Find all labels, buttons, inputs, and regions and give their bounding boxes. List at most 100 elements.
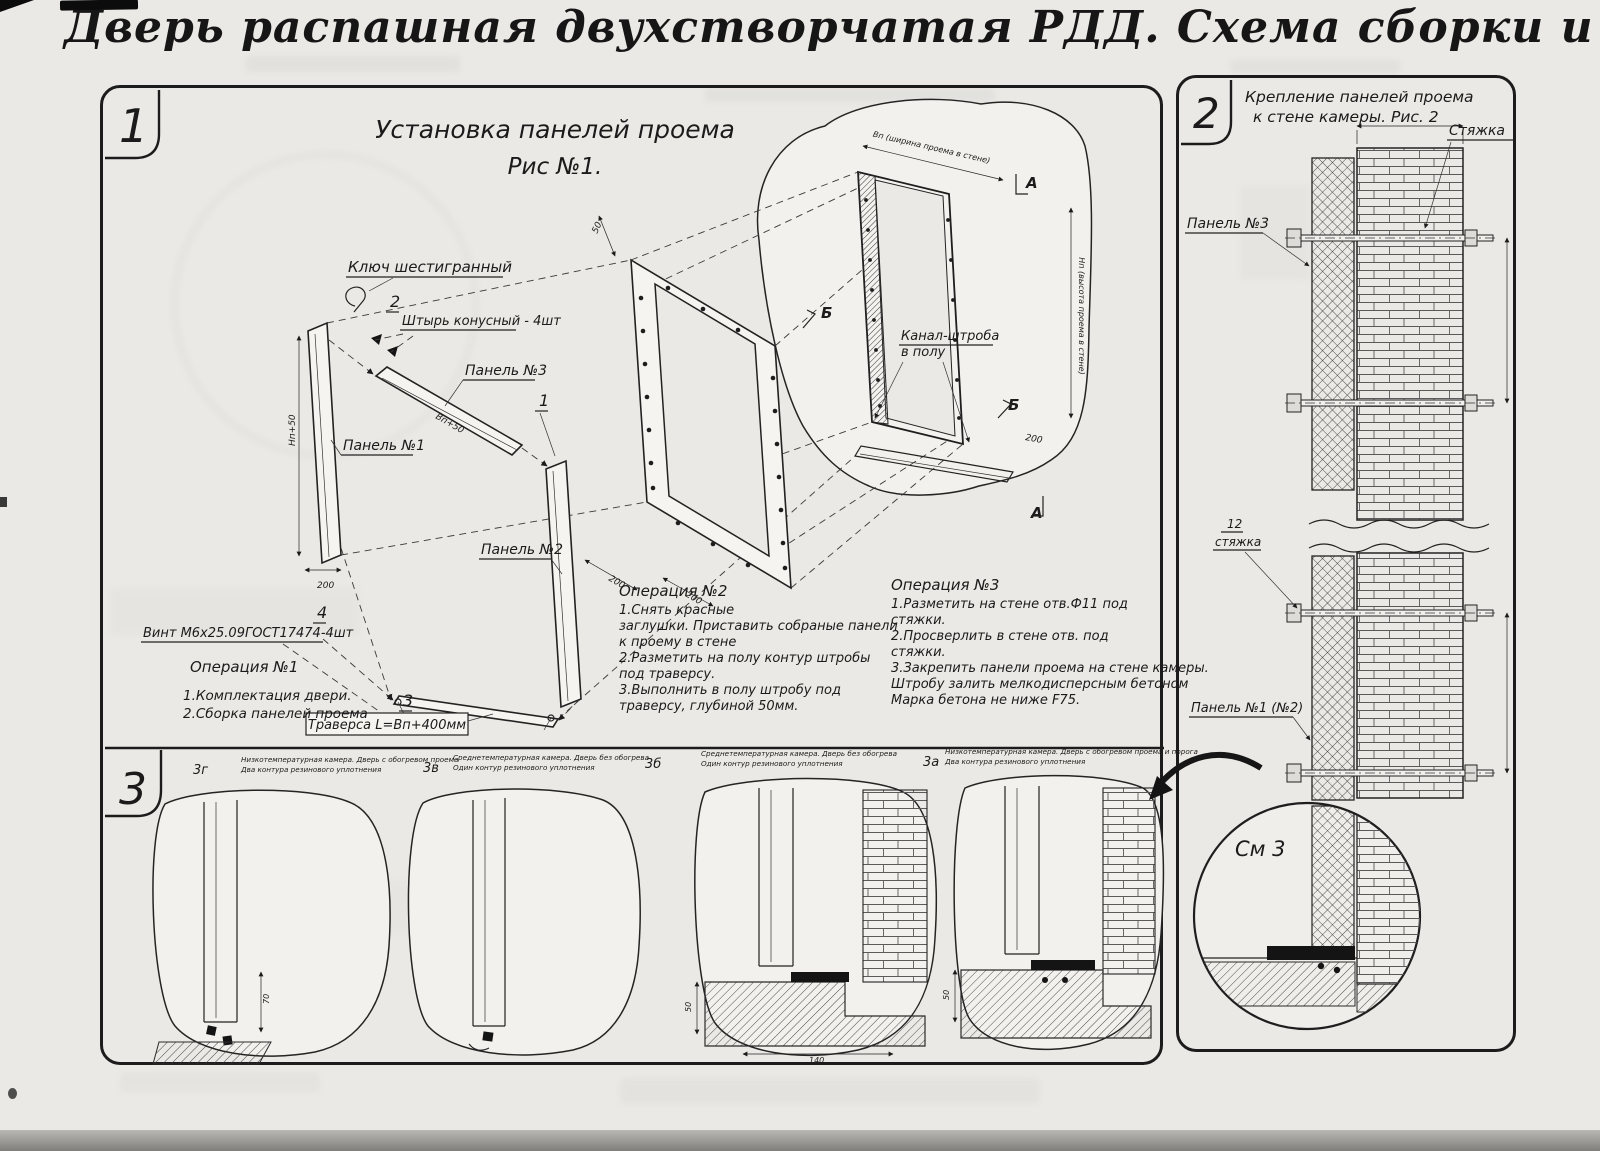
marker-B: Б: [1008, 396, 1019, 414]
ties: [1285, 228, 1499, 783]
conical-pins: [371, 333, 414, 357]
scan-speck: [0, 497, 7, 507]
op2-line: 1.Снять красные: [619, 603, 734, 618]
section-3: 3г Низкотемпературная камера. Дверь с об…: [152, 747, 1198, 1065]
exploded-view: [282, 277, 582, 731]
detail-caption: Среднетемпературная камера. Дверь без об…: [701, 749, 897, 758]
traverse-shape: [392, 695, 560, 731]
operation-2-text: Операция №2 1.Снять красные заглушки. Пр…: [619, 582, 898, 714]
dim-np50: Нп+50: [288, 414, 298, 446]
wall-opening: [854, 144, 1074, 483]
op3-line: 3.Закрепить панели проема на стене камер…: [891, 661, 1209, 676]
dim-200: 200: [317, 581, 334, 591]
detail-id: 3г: [193, 763, 208, 778]
brick-wall: [1356, 147, 1464, 799]
dimensions: [1356, 123, 1510, 774]
panel-1-label: Панель №1: [343, 438, 425, 454]
section-3-number: 3: [119, 764, 147, 815]
section-1-and-3-panel: Установка панелей проема Рис №1. Ключ ше…: [100, 85, 1209, 1065]
dim-50: 50: [591, 220, 605, 235]
section-2-panel: Стяжка Панель №3 12 стяжка Панель №1 (№2…: [1149, 75, 1516, 1052]
op2-title: Операция №2: [619, 582, 727, 600]
dim-opening-height: Нп (высота проема в стене): [1077, 257, 1086, 374]
see-detail-3: См 3: [1235, 837, 1286, 861]
dim-50: 50: [942, 990, 951, 1000]
panel-2-shape: [545, 459, 582, 709]
tie: [1285, 228, 1499, 248]
detail-id: 3а: [923, 755, 939, 770]
operation-3-text: Операция №3 1.Разметить на стене отв.Ф11…: [891, 576, 1209, 708]
scan-artifact: [1230, 60, 1400, 73]
tie: [1285, 603, 1499, 623]
op2-line: 3.Выполнить в полу штробу под: [619, 683, 841, 698]
op2-line: траверсу, глубиной 50мм.: [619, 699, 798, 714]
tie: [1285, 763, 1499, 783]
section-2-header: 2 Крепление панелей проема к стене камер…: [1181, 80, 1474, 146]
callout-2: 2: [390, 292, 400, 311]
detail-3b: 3б Среднетемпературная камера. Дверь без…: [645, 749, 937, 1065]
marker-A: А: [1025, 174, 1038, 192]
section-2-title: к стене камеры. Рис. 2: [1253, 108, 1439, 126]
panel-cross-section: [1311, 157, 1355, 801]
scan-artifact: [245, 56, 460, 72]
section-2-drawing: Стяжка Панель №3 12 стяжка Панель №1 (№2…: [1149, 80, 1513, 1031]
scan-artifact: [705, 88, 995, 102]
section-number-boxes: 1 3: [105, 90, 163, 818]
section-1-number: 1: [119, 99, 148, 153]
detail-circle: См 3: [1192, 801, 1422, 1031]
section-2-number: 2: [1193, 89, 1220, 138]
section-1-title: Установка панелей проема: [375, 115, 735, 144]
op3-line: стяжки.: [891, 645, 946, 660]
detail-caption: Один контур резинового уплотнения: [453, 763, 595, 772]
scanner-edge: [0, 1130, 1600, 1151]
op1-title: Операция №1: [190, 658, 298, 676]
break-lines: [1307, 519, 1507, 553]
tie-small-label: стяжка: [1215, 535, 1261, 549]
detail-caption: Низкотемпературная камера. Дверь с обогр…: [241, 755, 458, 764]
assembled-frame: [584, 215, 792, 607]
section-1-drawing: Установка панелей проема Рис №1. Ключ ше…: [105, 90, 1209, 1065]
section-2-labels: Стяжка Панель №3 12 стяжка Панель №1 (№2…: [1185, 123, 1513, 741]
op3-line: 1.Разметить на стене отв.Ф11 под: [891, 597, 1128, 612]
section-1-subtitle: Рис №1.: [508, 154, 603, 180]
hex-key-label: Ключ шестигранный: [348, 258, 512, 276]
op2-line: под траверсу.: [619, 667, 715, 682]
detail-caption: Среднетемпературная камера. Дверь без об…: [453, 753, 649, 762]
dim-140: 140: [809, 1056, 824, 1065]
page-title: Дверь распашная двухстворчатая РДД. Схем…: [64, 2, 1600, 53]
panel-2-label: Панель №2: [481, 542, 563, 558]
op3-line: Штробу залить мелкодисперсным бетоном: [891, 677, 1189, 692]
floor-channel: [854, 445, 1014, 483]
traverse-label: Траверса L=Bп+400мм: [308, 718, 466, 733]
detail-3a: 3а Низкотемпературная камера. Дверь с об…: [923, 747, 1198, 1051]
marker-B: Б: [821, 304, 832, 322]
op3-line: Марка бетона не ниже F75.: [891, 693, 1080, 708]
detail-arrow: [1149, 752, 1263, 800]
detail-3g: 3г Низкотемпературная камера. Дверь с об…: [152, 755, 458, 1065]
panel-3-label: Панель №3: [1187, 216, 1269, 232]
detail-caption: Один контур резинового уплотнения: [701, 759, 843, 768]
panel-3-shape: [374, 366, 524, 457]
channel-label: Канал-штроба: [901, 329, 999, 344]
scan-artifact: [620, 1078, 1040, 1104]
detail-id: 3в: [423, 761, 439, 776]
detail-3v: 3в Среднетемпературная камера. Дверь без…: [407, 753, 649, 1056]
pin-label: Штырь конусный - 4шт: [402, 314, 561, 329]
scan-artifact: [110, 588, 360, 636]
detail-caption: Низкотемпературная камера. Дверь с обогр…: [945, 747, 1198, 756]
opening-holes: [864, 198, 961, 420]
op1-line: 2.Сборка панелей проема: [183, 706, 368, 722]
callout-3: 3: [403, 691, 413, 710]
detail-caption: Два контура резинового уплотнения: [240, 765, 382, 774]
callout-1: 1: [539, 391, 549, 410]
tie-number: 12: [1227, 517, 1242, 531]
callout-4: 4: [317, 603, 327, 622]
op2-line: заглушки. Приставить собраные панели: [619, 619, 898, 634]
op3-line: 2.Просверлить в стене отв. под: [891, 629, 1109, 644]
scan-artifact: [120, 1072, 320, 1092]
hex-key-icon: [345, 286, 366, 313]
channel-label: в полу: [901, 345, 946, 360]
scan-speck: [8, 1088, 17, 1099]
dim-70: 70: [262, 994, 271, 1004]
